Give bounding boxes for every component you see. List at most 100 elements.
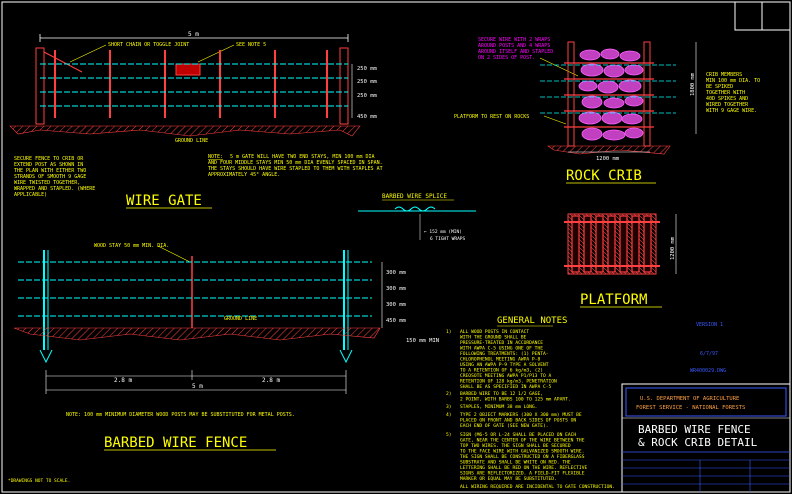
title-block: U.S. DEPARTMENT OF AGRICULTURE FOREST SE…	[621, 383, 791, 493]
svg-text:WITH THE GROUND SHALL BE: WITH THE GROUND SHALL BE	[460, 335, 527, 341]
svg-text:SIGN (M6-5 OR L-24 SHALL BE PL: SIGN (M6-5 OR L-24 SHALL BE PLACED ON EA…	[460, 432, 576, 438]
gate-spacing-1: 250 mm	[357, 66, 378, 72]
corner-box-1	[734, 1, 763, 31]
svg-text:SECURE FENCE TO CRIB OR: SECURE FENCE TO CRIB OR	[14, 156, 84, 162]
splice-detail: BARBED WIRE SPLICE ← 152 mm (MIN) 6 TIGH…	[358, 193, 476, 242]
gate-ground-label: GROUND LINE	[175, 138, 208, 144]
svg-text:40D SPIKES AND: 40D SPIKES AND	[706, 96, 748, 102]
svg-text:5): 5)	[446, 432, 452, 438]
svg-text:CHLOROPHENOL MEETING AWPA P-8: CHLOROPHENOL MEETING AWPA P-8	[460, 357, 540, 363]
gate-callout-chain: SHORT CHAIN OR TOGGLE JOINT	[108, 42, 189, 48]
svg-text:BE SPIKED: BE SPIKED	[706, 84, 733, 90]
gate-note: NOTE: 5 m GATE WILL HAVE TWO END STAYS, …	[208, 154, 383, 178]
svg-text:1): 1)	[446, 329, 452, 335]
crib-width: 1200 mm	[596, 156, 620, 162]
svg-text:ALL WIRING REQUIRED ARE INCIDE: ALL WIRING REQUIRED ARE INCIDENTAL TO GA…	[460, 484, 615, 490]
fence-wires	[18, 261, 372, 317]
svg-text:AND FOUR MIDDLE STAYS MIN 50 m: AND FOUR MIDDLE STAYS MIN 50 mm DIA EVEN…	[208, 160, 383, 166]
svg-text:PLACED ON FRONT AND BACK SIDES: PLACED ON FRONT AND BACK SIDES OF POSTS …	[460, 418, 576, 424]
svg-text:PRESSURE-TREATED IN ACCORDANCE: PRESSURE-TREATED IN ACCORDANCE	[460, 340, 543, 346]
splice-dim: ← 152 mm (MIN)	[424, 229, 462, 235]
fence-note: NOTE: 100 mm MINIMUM DIAMETER WOOD POSTS…	[66, 412, 295, 418]
gate-callout-note: SEE NOTE 5	[236, 42, 266, 48]
fence-spacing-2: 300 mm	[386, 286, 407, 292]
svg-text:SIGNS ARE REFLECTORIZED. A FIE: SIGNS ARE REFLECTORIZED. A FIELD-FIT FLE…	[460, 471, 585, 477]
wire-gate-title: WIRE GATE	[126, 193, 202, 209]
splice-title: BARBED WIRE SPLICE	[382, 193, 447, 200]
svg-text:APPLICABLE): APPLICABLE)	[14, 192, 47, 198]
platform-title: PLATFORM	[580, 292, 647, 308]
fence-spacing-4: 450 mm	[386, 318, 407, 324]
fence-stay-label: WOOD STAY 50 mm MIN. DIA.	[94, 243, 169, 249]
svg-text:WIRE TWISTED TOGETHER,: WIRE TWISTED TOGETHER,	[14, 180, 80, 186]
gate-ground	[9, 125, 361, 137]
agency-line-1: U.S. DEPARTMENT OF AGRICULTURE	[640, 396, 739, 402]
fence-dim-left: 2.8 m	[114, 377, 132, 384]
svg-text:RETENTION OF 128 kg/m3. PENET: RETENTION OF 128 kg/m3. PENETRATION	[460, 379, 557, 385]
barbed-wire-fence-detail: WOOD STAY 50 mm MIN. DIA. GROUND LINE 30…	[13, 243, 439, 451]
svg-text:3): 3)	[446, 404, 452, 410]
svg-text:4): 4)	[446, 412, 452, 418]
svg-text:STAPLES, MINIMUM 38 mm LONG.: STAPLES, MINIMUM 38 mm LONG.	[460, 404, 537, 410]
svg-text:THE STAYS SHOULD HAVE WIRE STA: THE STAYS SHOULD HAVE WIRE STAPLED TO TH…	[208, 166, 383, 172]
wire-gate-detail: 5 m SHORT CHAIN OR TOGGLE JOINT SEE NOTE…	[9, 31, 383, 209]
fence-dim-right: 2.8 m	[262, 377, 280, 384]
svg-text:GATE, NEAR THE CENTER OF THE W: GATE, NEAR THE CENTER OF THE WIRE BETWEE…	[460, 438, 585, 444]
svg-text:2 POINT, WITH BARBS 100 TO 125: 2 POINT, WITH BARBS 100 TO 125 mm APART.	[460, 397, 571, 403]
crib-height: 1800 mm	[690, 72, 696, 96]
fence-title: BARBED WIRE FENCE	[104, 435, 247, 451]
version-date: 6/7/97	[700, 351, 718, 357]
svg-text:MIN 100 mm DIA. TO: MIN 100 mm DIA. TO	[706, 78, 760, 84]
svg-text:BARBED WIRE TO BE 12 1/2 GAGE,: BARBED WIRE TO BE 12 1/2 GAGE,	[460, 391, 543, 397]
svg-text:TO A RETENTION OF 6 kg/m3, (2): TO A RETENTION OF 6 kg/m3, (2)	[460, 368, 543, 374]
fence-dim-total: 5 m	[192, 383, 203, 390]
gate-left-post	[35, 47, 45, 125]
svg-text:WRAPPED AND STAPLED. (WHERE: WRAPPED AND STAPLED. (WHERE	[14, 186, 95, 192]
platform-detail: 1200 mm PLATFORM	[564, 213, 677, 308]
svg-text:TOP TWO WIRES. THE SIGN SHALL: TOP TWO WIRES. THE SIGN SHALL BE SECURED	[460, 443, 571, 449]
footnote: *DRAWINGS NOT TO SCALE.	[8, 478, 70, 484]
gate-left-note: SECURE FENCE TO CRIB OR EXTEND POST AS S…	[14, 156, 95, 198]
svg-text:TOGETHER WITH: TOGETHER WITH	[706, 90, 745, 96]
svg-text:SHALL BE AS SPECIFIED IN AWPA: SHALL BE AS SPECIFIED IN AWPA C-5	[460, 384, 552, 390]
title-line-1: BARBED WIRE FENCE	[638, 423, 751, 436]
svg-text:TYPE 2 OBJECT MARKERS (300 X 3: TYPE 2 OBJECT MARKERS (300 X 300 mm) MUS…	[460, 412, 582, 418]
svg-text:THE SIGN SHALL BE CONSTRUCTED: THE SIGN SHALL BE CONSTRUCTED ON A FIBER…	[460, 454, 585, 460]
svg-text:WITH AWPA C-5 USING ONE OF THE: WITH AWPA C-5 USING ONE OF THE	[460, 346, 543, 352]
crib-platform-note: PLATFORM TO REST ON ROCKS	[454, 114, 529, 120]
crib-rocks	[578, 48, 644, 141]
svg-text:WITH 9 GAGE WIRE.: WITH 9 GAGE WIRE.	[706, 108, 757, 114]
svg-text:LETTERING SHALL BE RED ON THE: LETTERING SHALL BE RED ON THE WIRE. REFL…	[460, 465, 587, 471]
fence-spacing-1: 300 mm	[386, 270, 407, 276]
gate-sign	[175, 63, 201, 76]
version-info: VERSION 1 6/7/97 WR400029.DWG	[690, 322, 726, 374]
svg-text:SECURE WIRE WITH 2 WRAPS: SECURE WIRE WITH 2 WRAPS	[478, 37, 550, 43]
svg-text:SUBSTRATE AND SHALL BE WHITE O: SUBSTRATE AND SHALL BE WHITE ON RED. THE	[460, 460, 571, 466]
svg-text:EACH END OF GATE (SEE NEW GATE: EACH END OF GATE (SEE NEW GATE).	[460, 423, 549, 429]
title-line-2: & ROCK CRIB DETAIL	[638, 436, 758, 449]
gate-spacing-3: 250 mm	[357, 93, 378, 99]
svg-text:MARKER OR EQUAL MAY BE SUBSTIT: MARKER OR EQUAL MAY BE SUBSTITUTED.	[460, 476, 557, 482]
svg-text:TO THE FACE WIRE WITH GALVANIZ: TO THE FACE WIRE WITH GALVANIZED SMOOTH …	[460, 449, 584, 455]
version-label: VERSION 1	[696, 322, 723, 328]
svg-text:2): 2)	[446, 391, 452, 397]
general-notes: GENERAL NOTES 1) ALL WOOD POSTS IN CONTA…	[446, 316, 615, 490]
platform-height: 1200 mm	[670, 236, 676, 260]
svg-text:AROUND ITSELF AND STAPLED: AROUND ITSELF AND STAPLED	[478, 49, 553, 55]
svg-text:EXTEND POST AS SHOWN IN: EXTEND POST AS SHOWN IN	[14, 162, 83, 168]
svg-text:AROUND POSTS AND 4 WRAPS: AROUND POSTS AND 4 WRAPS	[478, 43, 550, 49]
svg-text:NOTE:: NOTE:	[208, 154, 223, 160]
fence-depth: 150 mm MIN	[406, 338, 439, 344]
gate-spacing-2: 250 mm	[357, 79, 378, 85]
fence-ground	[13, 327, 381, 341]
fence-ground-label: GROUND LINE	[224, 316, 257, 322]
svg-text:CREOSOTE MEETING AWPA P1/P13 T: CREOSOTE MEETING AWPA P1/P13 TO A	[460, 373, 552, 379]
splice-wraps: 6 TIGHT WRAPS	[430, 236, 466, 242]
svg-text:THE PLAN WITH EITHER TWO: THE PLAN WITH EITHER TWO	[14, 168, 86, 174]
agency-line-2: FOREST SERVICE - NATIONAL FORESTS	[636, 405, 745, 411]
gate-dim-width: 5 m	[188, 31, 199, 38]
svg-text:ON 2 SIDES OF POST.: ON 2 SIDES OF POST.	[478, 55, 535, 61]
rock-crib-detail: SECURE WIRE WITH 2 WRAPS AROUND POSTS AN…	[454, 37, 760, 184]
